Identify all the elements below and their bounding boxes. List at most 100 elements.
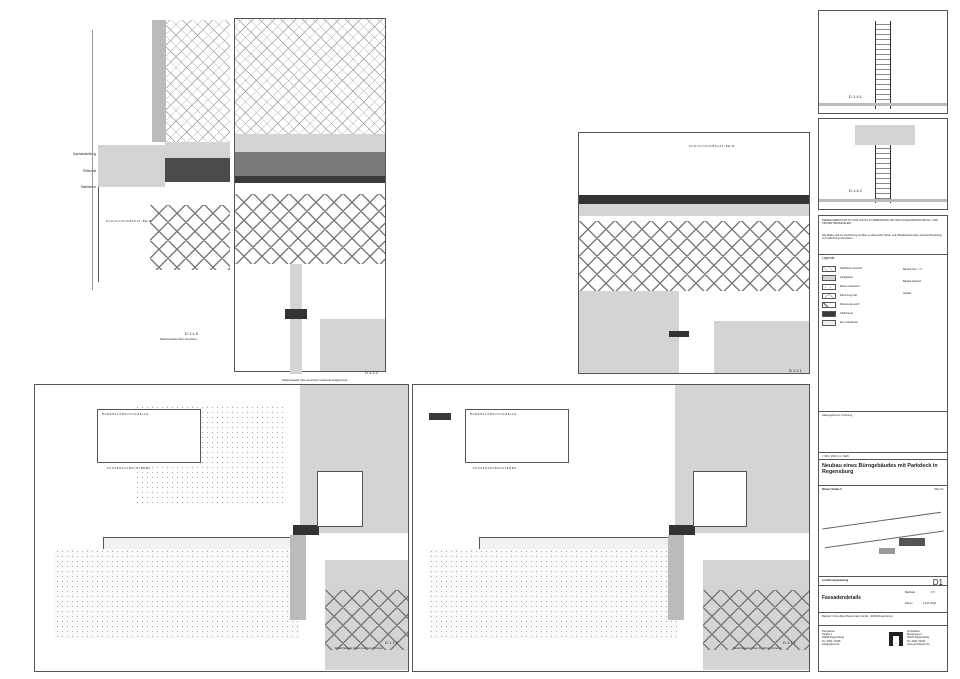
slab-layer-2 — [235, 152, 385, 176]
site-title: Weiner Straße 5 — [822, 488, 842, 491]
floor-block — [320, 319, 385, 371]
detail-caption-d112: Detail Fassade Unten Anschluss Terrasse — [335, 647, 383, 650]
window-profile — [293, 525, 319, 535]
legend-swatch — [822, 301, 836, 308]
aussenaufbau-note: A U S S E N A U F B A U S T E R E O — [473, 467, 517, 470]
site-plan-road — [822, 511, 944, 549]
site-plan-box: Weiner Straße 5 Plan-Nr. — [819, 486, 947, 577]
bodenaufbau-title: B O D E N A U F B A U S C H W E L L E — [470, 413, 517, 416]
disclaimer: DIESER WERKPLAN IST NUR GÜLTIG IN VERBIN… — [822, 219, 938, 226]
architect-line: Tel. 0941 54321 — [907, 639, 926, 643]
project-ref: = 339 • 2024 m ü. NHN — [822, 455, 849, 458]
detail-sheet-d142: D 1.4.2 — [818, 118, 948, 210]
window-profile — [285, 309, 307, 319]
logo-door-icon — [893, 636, 899, 646]
parapet-block — [152, 20, 166, 142]
legend-label: Beton unbewehrt — [840, 284, 860, 288]
profile-column — [875, 145, 891, 203]
layer-label: Stahlbeton — [80, 185, 96, 189]
project-title: Neubau eines Bürogebäudes mit Parkdeck i… — [822, 463, 938, 476]
insulation-zigzag — [703, 590, 809, 650]
roof-membrane — [579, 195, 809, 204]
plan-number: D1 — [932, 578, 943, 587]
gravel-fill — [429, 549, 677, 639]
legend-swatch — [822, 310, 836, 317]
architect-line: Architekten — [907, 630, 920, 633]
detail-label-d142: D 1.4.2 — [849, 188, 862, 193]
detail-sheet-d113: Dachabdichtung Trittschall Stahlbeton S … — [40, 10, 231, 372]
foundation — [290, 535, 306, 620]
footer-line: Bauherr: Firma Max Mustermann GmbH · 930… — [822, 615, 893, 618]
plan-type: Fassadendetails — [822, 595, 861, 601]
insulation-zigzag — [235, 194, 385, 264]
legend-item: Fertigbeton — [822, 273, 892, 282]
legend-item: Ein Lichtblende — [822, 318, 892, 327]
client-line: 93049 Regensburg — [822, 636, 845, 640]
plan-type-row: Fassadendetails D1 Maßstab 1:5 Datum 14.… — [819, 578, 947, 613]
insulation-zigzag — [150, 205, 230, 270]
note-box-layer — [693, 471, 747, 527]
detail-label-d121: D 1.2.1 — [789, 368, 802, 373]
client-line: Straße 1 — [822, 633, 832, 637]
legend-swatch — [822, 319, 836, 326]
title-block: DIESER WERKPLAN IST NUR GÜLTIG IN VERBIN… — [818, 215, 948, 672]
detail-label-d141: D 1.4.1 — [849, 94, 862, 99]
slab-dark-layer — [165, 158, 230, 182]
architect-line: www.architekten.de — [907, 642, 930, 646]
layer-label: Trittschall — [82, 169, 96, 173]
date-label: Datum — [905, 602, 913, 605]
symbols-title: Haltungsformen / Führung — [822, 414, 853, 417]
phase-row: Ausführungsplanung — [819, 576, 947, 586]
floor-block — [714, 321, 809, 373]
client-line: info@planer.de — [822, 642, 840, 646]
footer-row: Bauherr: Firma Max Mustermann GmbH · 930… — [819, 612, 947, 626]
scale-label: Maßstab — [905, 591, 916, 594]
project-title-row: Neubau eines Bürogebäudes mit Parkdeck i… — [819, 460, 947, 486]
legend-item: Dämmung hart — [822, 291, 892, 300]
legend-label: Ein Lichtblende — [840, 320, 858, 324]
schichtaufbau-note: S C H I C H T A U F B A U A T - B E I M — [106, 220, 152, 223]
wall-insulation-hatch — [235, 19, 385, 134]
window-profile — [669, 331, 689, 337]
base-slab — [98, 145, 165, 187]
legend-label: Fertigbeton — [840, 275, 854, 279]
legend-swatch — [822, 274, 836, 281]
detail-caption-d111: Detail Fassade Unten Anschluss Terrasse — [733, 647, 781, 650]
bodenaufbau-title: B O D E N A U F B A U S C H W E L L E — [102, 413, 149, 416]
detail-sheet-d141: D 1.4.1 — [818, 10, 948, 114]
client-block: Fachplaner Straße 1 93049 Regensburg Tel… — [822, 630, 880, 646]
detail-label-d122: D 1.2.2 — [365, 370, 378, 375]
site-plan-building — [879, 548, 895, 554]
facade-column — [290, 264, 302, 374]
date-value: 14.01.2026 — [923, 602, 936, 605]
grid-line — [92, 30, 93, 290]
legend-label: Stahlbeton bewehrt — [840, 266, 863, 270]
legend-label: Abdichtung — [840, 311, 853, 315]
legend-label: Dämmung weich — [840, 302, 860, 306]
gravel-fill — [55, 549, 300, 639]
foundation — [668, 535, 684, 620]
legend-title: Legende — [822, 256, 835, 260]
architect-line: Musterweg 2 — [907, 633, 922, 637]
detail-caption-d122: Detail Fassade Oben Anschluss Gebaeude E… — [282, 379, 348, 382]
slab-layer — [165, 142, 230, 158]
legend-item: Dämmung weich — [822, 300, 892, 309]
floor-line — [819, 199, 947, 202]
wall-insulation-hatch — [165, 20, 230, 142]
schichtaufbau-note: S C H I C H T A U F B A U A T - B E I M — [689, 145, 735, 148]
insulation-zigzag — [579, 221, 809, 291]
detail-sheet-d122: D 1.2.2 — [234, 18, 386, 375]
detail-label-d112: D 1.1.2 — [385, 640, 398, 645]
legend-item: Abdichtung — [822, 309, 892, 318]
scale-value: 1:5 — [931, 591, 935, 594]
slab-layer — [855, 125, 915, 145]
site-plan-building — [899, 538, 925, 546]
detail-caption-d113: Detail Fassade Oben Anschluss — [160, 338, 197, 341]
detail-sheet-d121: S C H I C H T A U F B A U A T - B E I M … — [578, 132, 810, 374]
legend-right: Bauteil Geb. I: II Bauteil stehend Gefäl… — [903, 268, 947, 304]
layer-label: Dachabdichtung — [72, 152, 96, 156]
profile-column — [875, 21, 891, 109]
plan-phase: Ausführungsplanung — [822, 579, 849, 582]
legend-swatch — [822, 283, 836, 290]
architect-block: Architekten Musterweg 2 93047 Regensburg… — [907, 630, 947, 646]
